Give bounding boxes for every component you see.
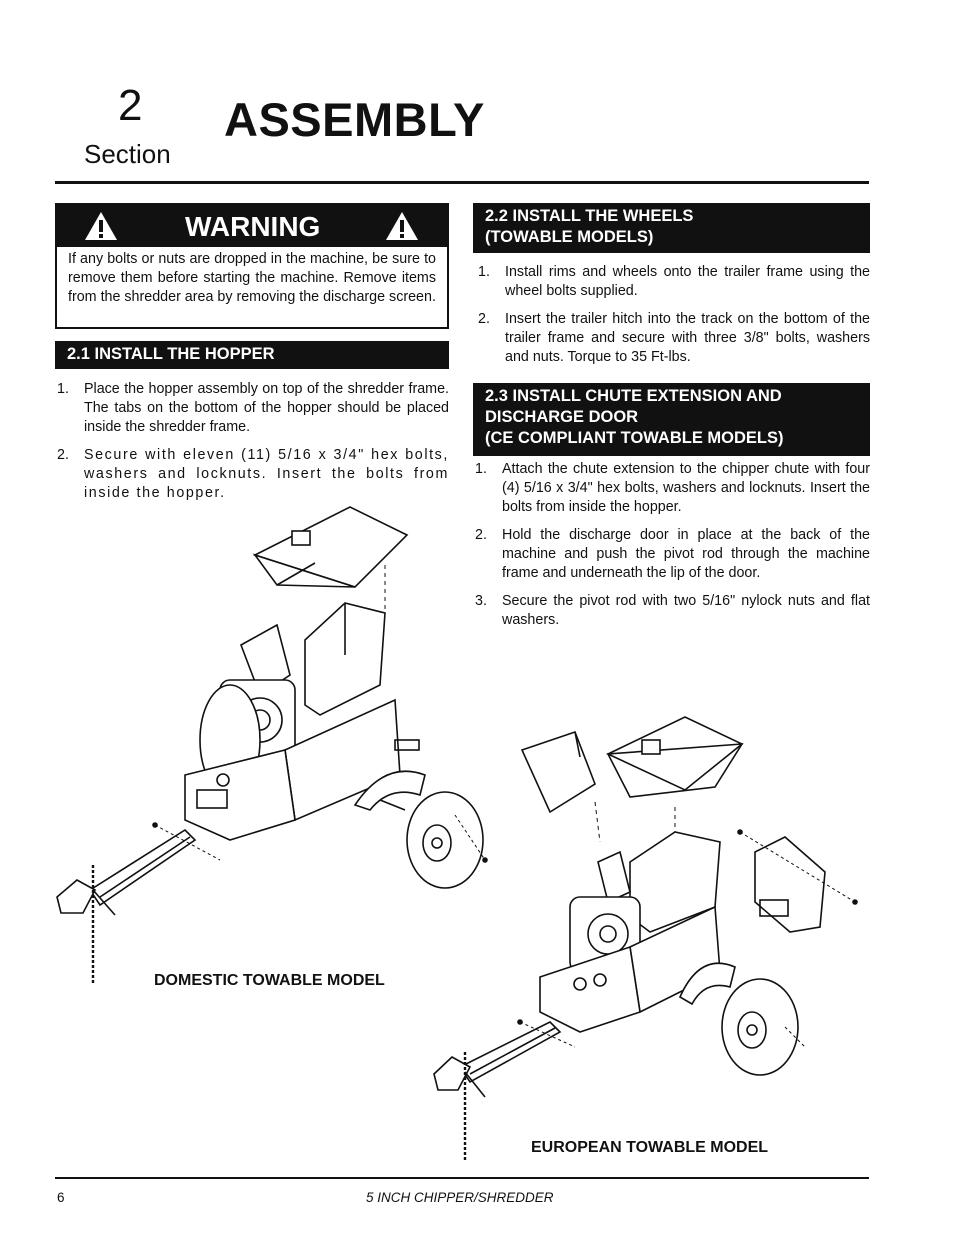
heading-line: 2.2 INSTALL THE WHEELS: [485, 207, 694, 225]
section-2-3-heading: 2.3 INSTALL CHUTE EXTENSION AND DISCHARG…: [473, 383, 870, 456]
section-2-2-steps: 1. Install rims and wheels onto the trai…: [476, 263, 870, 367]
heading-line: (TOWABLE MODELS): [485, 228, 654, 246]
section-2-1-steps: 1. Place the hopper assembly on top of t…: [55, 380, 449, 503]
list-item: 1. Place the hopper assembly on top of t…: [55, 380, 449, 437]
step-text: Secure with eleven (11) 5/16 x 3/4" hex …: [84, 447, 449, 501]
section-2-2-heading: 2.2 INSTALL THE WHEELS (TOWABLE MODELS): [473, 203, 870, 253]
warning-text: If any bolts or nuts are dropped in the …: [68, 251, 436, 305]
step-number: 1.: [57, 381, 69, 397]
list-item: 2. Insert the trailer hitch into the tra…: [476, 310, 870, 367]
list-item: 2. Hold the discharge door in place at t…: [473, 526, 870, 583]
section-label: Section: [84, 139, 171, 169]
list-item: 1. Attach the chute extension to the chi…: [473, 460, 870, 517]
step-text: Hold the discharge door in place at the …: [502, 527, 870, 581]
section-number: 2: [118, 81, 143, 130]
warning-label: WARNING: [185, 211, 321, 242]
list-item: 3. Secure the pivot rod with two 5/16" n…: [473, 592, 870, 630]
header-rule: [55, 181, 869, 184]
step-number: 2.: [475, 527, 487, 543]
warning-box: WARNING If any bolts or nuts are dropped…: [55, 203, 449, 329]
european-model-caption: EUROPEAN TOWABLE MODEL: [531, 1139, 769, 1156]
domestic-model-caption: DOMESTIC TOWABLE MODEL: [154, 972, 385, 989]
manual-title: 5 INCH CHIPPER/SHREDDER: [366, 1190, 554, 1205]
page-title: ASSEMBLY: [224, 93, 485, 146]
european-towable-illustration: [433, 716, 858, 1160]
step-text: Insert the trailer hitch into the track …: [505, 311, 870, 365]
step-number: 2.: [478, 311, 490, 327]
heading-line: 2.3 INSTALL CHUTE EXTENSION AND: [485, 387, 782, 405]
warning-triangle-icon: [386, 212, 418, 240]
section-2-1-heading: 2.1 INSTALL THE HOPPER: [55, 341, 449, 369]
step-number: 2.: [57, 447, 69, 463]
warning-triangle-icon: [85, 212, 117, 240]
warning-header: WARNING: [57, 205, 447, 247]
step-number: 1.: [478, 264, 490, 280]
heading-line: DISCHARGE DOOR: [485, 408, 639, 426]
domestic-towable-illustration: [56, 506, 488, 985]
step-text: Secure the pivot rod with two 5/16" nylo…: [502, 593, 870, 628]
list-item: 2. Secure with eleven (11) 5/16 x 3/4" h…: [55, 446, 449, 503]
step-number: 1.: [475, 461, 487, 477]
heading-line: (CE COMPLIANT TOWABLE MODELS): [485, 429, 784, 447]
footer-rule: [55, 1177, 869, 1179]
list-item: 1. Install rims and wheels onto the trai…: [476, 263, 870, 301]
step-text: Attach the chute extension to the chippe…: [502, 461, 870, 515]
section-2-3-steps: 1. Attach the chute extension to the chi…: [473, 460, 870, 630]
step-number: 3.: [475, 593, 487, 609]
step-text: Place the hopper assembly on top of the …: [84, 381, 449, 435]
step-text: Install rims and wheels onto the trailer…: [505, 264, 870, 299]
page-number: 6: [57, 1190, 65, 1205]
